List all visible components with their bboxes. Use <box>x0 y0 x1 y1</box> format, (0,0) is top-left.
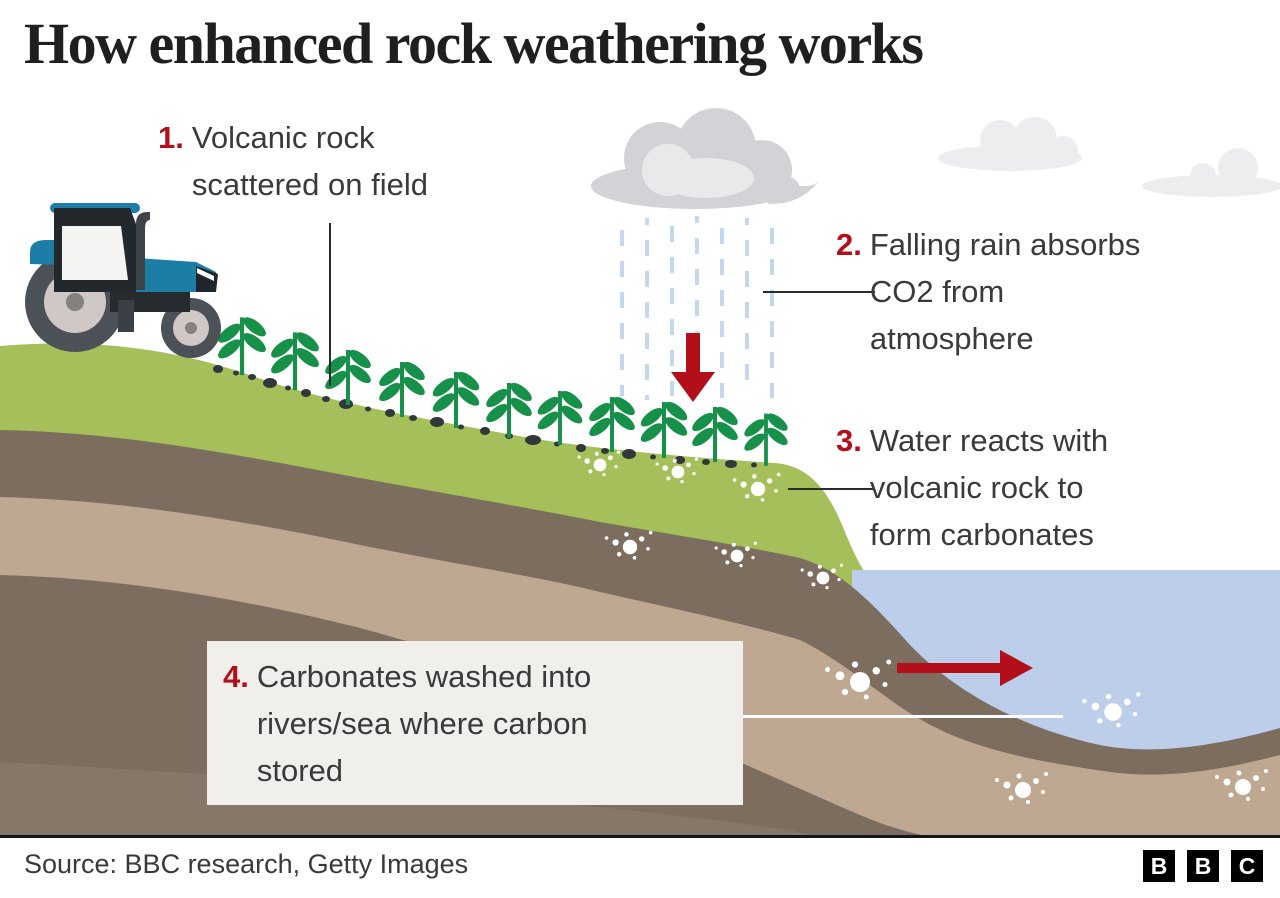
rain-icon <box>620 216 774 400</box>
annotation-3-number: 3. <box>836 423 862 458</box>
annotation-2-text: Falling rain absorbs CO2 from atmosphere <box>869 227 1141 356</box>
annotation-1-text: Volcanic rock scattered on field <box>191 120 428 202</box>
bbc-logo-block: C <box>1231 850 1263 882</box>
leader-line-4 <box>741 715 1063 718</box>
bbc-logo: B B C <box>1143 850 1263 882</box>
cloud-icon <box>938 117 1082 171</box>
annotation-2-number: 2. <box>836 227 862 262</box>
bbc-logo-block: B <box>1143 850 1175 882</box>
bottom-rule <box>0 835 1280 838</box>
annotation-1-number: 1. <box>158 120 184 155</box>
rain-cloud-icon <box>591 108 818 209</box>
source-credit: Source: BBC research, Getty Images <box>24 849 469 879</box>
cloud-icon <box>1142 148 1280 197</box>
down-arrow-icon <box>671 333 715 402</box>
annotation-4-box: 4. Carbonates washed into rivers/sea whe… <box>207 641 743 805</box>
page-title: How enhanced rock weathering works <box>24 11 924 76</box>
annotation-2: 2. Falling rain absorbs CO2 from atmosph… <box>836 221 1140 362</box>
annotation-1: 1. Volcanic rock scattered on field <box>158 114 428 208</box>
bbc-logo-block: B <box>1187 850 1219 882</box>
tractor-icon <box>25 203 221 358</box>
annotation-3: 3. Water reacts with volcanic rock to fo… <box>836 417 1108 558</box>
right-arrow-icon <box>897 650 1033 686</box>
annotation-4: 4. Carbonates washed into rivers/sea whe… <box>223 653 759 794</box>
annotation-3-text: Water reacts with volcanic rock to form … <box>869 423 1109 552</box>
annotation-4-number: 4. <box>223 659 249 694</box>
annotation-4-text: Carbonates washed into rivers/sea where … <box>256 659 592 788</box>
